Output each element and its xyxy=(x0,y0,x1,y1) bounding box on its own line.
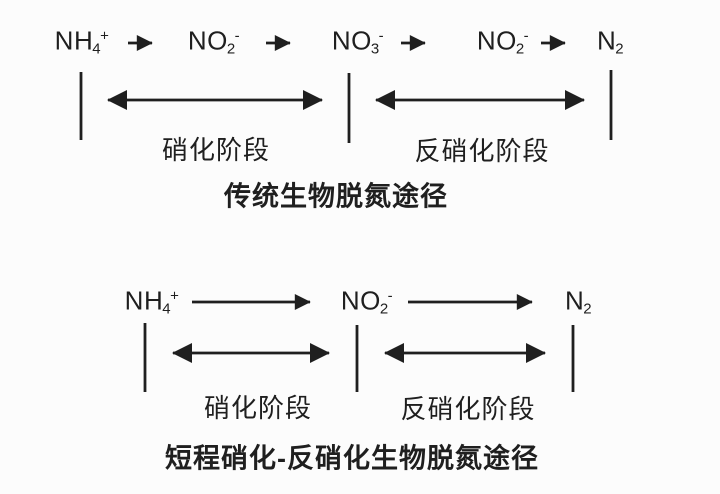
species-superscript: - xyxy=(234,27,241,45)
species-base: N xyxy=(596,25,617,56)
species-superscript: + xyxy=(170,287,180,305)
species-subscript: 2 xyxy=(515,40,525,58)
species-subscript: 3 xyxy=(370,40,380,58)
species-no3: NO3- xyxy=(332,28,384,57)
species-subscript: 2 xyxy=(379,300,389,318)
species-base: NH xyxy=(54,25,94,56)
species-superscript: - xyxy=(523,27,530,45)
species-n2: N2 xyxy=(596,25,625,58)
stage-label-nitrification: 硝化阶段 xyxy=(203,393,313,423)
species-subscript: 4 xyxy=(162,300,172,318)
species-base: NO xyxy=(187,25,228,56)
species-superscript: + xyxy=(100,27,110,45)
top-diagram-artwork xyxy=(79,35,613,143)
diagram-title-traditional: 传统生物脱氮途径 xyxy=(224,181,448,212)
species-subscript: 2 xyxy=(583,300,593,318)
stage-label-denitrification: 反硝化阶段 xyxy=(414,136,550,166)
diagram-title-shortcut: 短程硝化-反硝化生物脱氮途径 xyxy=(165,443,539,474)
stage-label-nitrification: 硝化阶段 xyxy=(161,135,271,165)
species-base: NH xyxy=(124,285,164,316)
species-no2: NO2- xyxy=(477,28,529,57)
species-nh4: NH4+ xyxy=(55,28,110,57)
species-base: NO xyxy=(476,25,517,56)
bottom-diagram-artwork xyxy=(143,294,575,392)
species-nh4: NH4+ xyxy=(125,288,180,317)
species-base: NO xyxy=(331,25,372,56)
species-subscript: 2 xyxy=(615,40,625,58)
species-subscript: 2 xyxy=(226,40,236,58)
species-subscript: 4 xyxy=(92,40,102,58)
species-no2: NO2- xyxy=(341,288,393,317)
stage-label-denitrification: 反硝化阶段 xyxy=(400,394,536,424)
species-base: N xyxy=(564,285,585,316)
species-superscript: - xyxy=(387,287,394,305)
species-superscript: - xyxy=(378,27,385,45)
species-base: NO xyxy=(340,285,381,316)
species-no2: NO2- xyxy=(188,28,240,57)
species-n2: N2 xyxy=(564,285,593,318)
